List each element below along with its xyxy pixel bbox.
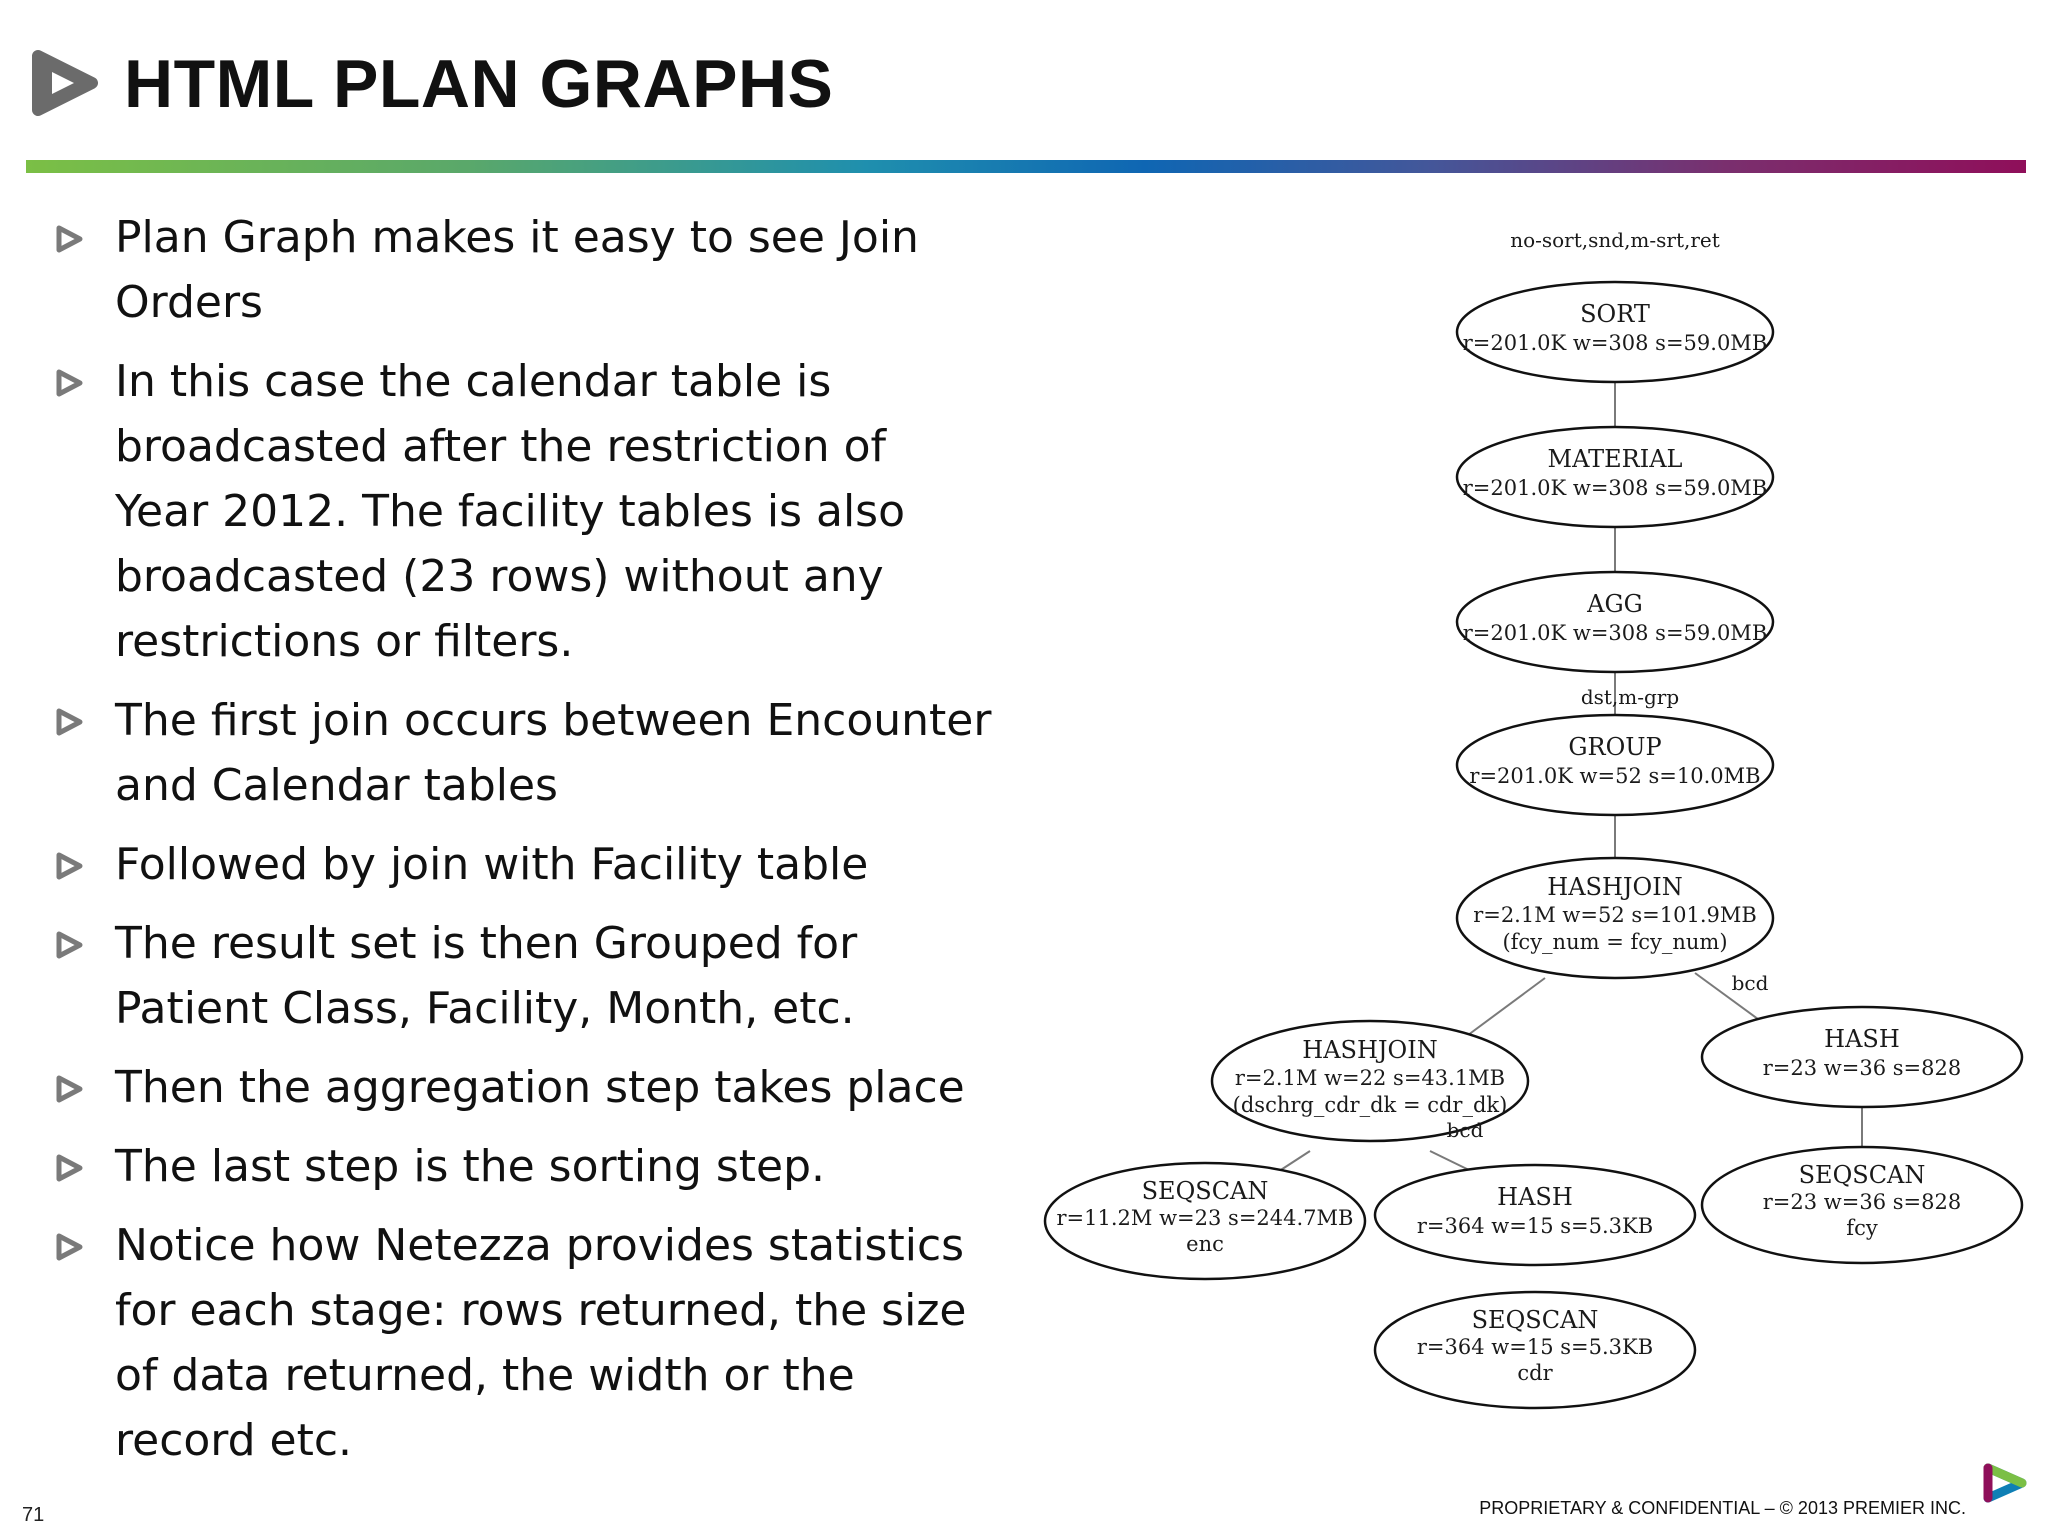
node-outline: [1210, 1019, 1530, 1143]
bullet-line: broadcasted (23 rows) without any: [115, 551, 884, 602]
node-outline: [1455, 280, 1775, 384]
bullet-item: The first join occurs between Encounter …: [52, 688, 1012, 818]
slide-title: HTML PLAN GRAPHS: [124, 46, 834, 122]
bullet-line: Followed by join with Facility table: [115, 839, 869, 890]
node-name: HASHJOIN: [1547, 873, 1682, 901]
node-outline: [1700, 1145, 2024, 1265]
bullet-triangle-icon: [52, 1230, 86, 1264]
node-material: MATERIAL r=201.0K w=308 s=59.0MB: [1455, 425, 1775, 529]
node-hash-calendar: HASH r=364 w=15 s=5.3KB: [1373, 1163, 1697, 1267]
bullet-line: and Calendar tables: [115, 760, 558, 811]
bullet-line: Year 2012. The facility tables is also: [115, 486, 906, 537]
node-table: fcy: [1846, 1216, 1878, 1240]
edge-label-agg-group: dst,m-grp: [1581, 685, 1679, 709]
bullet-item: The last step is the sorting step.: [52, 1134, 1012, 1199]
bullet-line: Notice how Netezza provides statistics: [115, 1220, 965, 1271]
page-number: 71: [22, 1504, 45, 1526]
node-name: HASHJOIN: [1302, 1036, 1437, 1064]
node-outline: [1373, 1163, 1697, 1267]
bullet-triangle-icon: [52, 366, 86, 400]
bullet-item: Notice how Netezza provides statistics f…: [52, 1213, 1012, 1473]
node-outline: [1373, 1290, 1697, 1410]
node-name: HASH: [1824, 1025, 1900, 1053]
bullet-item: Plan Graph makes it easy to see Join Ord…: [52, 205, 1012, 335]
bullet-line: Patient Class, Facility, Month, etc.: [115, 983, 855, 1034]
bullet-line: for each stage: rows returned, the size: [115, 1285, 967, 1336]
node-seqscan-calendar: SEQSCAN r=364 w=15 s=5.3KB cdr: [1373, 1290, 1697, 1410]
bullet-line: Then the aggregation step takes place: [115, 1062, 965, 1113]
bullet-line: broadcasted after the restriction of: [115, 421, 887, 472]
plan-top-label: no-sort,snd,m-srt,ret: [1510, 228, 1720, 252]
bullet-triangle-icon: [52, 1072, 86, 1106]
node-outline: [1455, 425, 1775, 529]
bullet-item: The result set is then Grouped for Patie…: [52, 911, 1012, 1041]
node-table: cdr: [1517, 1361, 1553, 1385]
bullet-triangle-icon: [52, 705, 86, 739]
premier-logo-icon: [32, 50, 98, 116]
node-stats: r=364 w=15 s=5.3KB: [1417, 1335, 1653, 1359]
node-stats: r=2.1M w=52 s=101.9MB: [1473, 903, 1757, 927]
node-stats: r=11.2M w=23 s=244.7MB: [1057, 1206, 1354, 1230]
premier-logo-icon: [1983, 1463, 2027, 1503]
node-outline: [1700, 1005, 2024, 1109]
node-table: enc: [1186, 1232, 1224, 1256]
node-name: AGG: [1586, 590, 1643, 618]
edge-label-bcd: bcd: [1447, 1118, 1484, 1142]
node-name: SEQSCAN: [1799, 1161, 1926, 1189]
node-stats: r=2.1M w=22 s=43.1MB: [1235, 1066, 1505, 1090]
node-outline: [1043, 1161, 1367, 1281]
node-agg: AGG r=201.0K w=308 s=59.0MB: [1455, 570, 1775, 674]
bullet-line: The result set is then Grouped for: [115, 918, 858, 969]
bullet-line: of data returned, the width or the: [115, 1350, 855, 1401]
bullet-triangle-icon: [52, 222, 86, 256]
node-stats: r=201.0K w=52 s=10.0MB: [1469, 764, 1760, 788]
node-name: SEQSCAN: [1142, 1177, 1269, 1205]
node-name: GROUP: [1568, 733, 1661, 761]
bullet-item: Followed by join with Facility table: [52, 832, 1012, 897]
node-stats: r=364 w=15 s=5.3KB: [1417, 1214, 1653, 1238]
gradient-divider: [26, 160, 2026, 173]
edge-label-bcd: bcd: [1732, 971, 1769, 995]
node-stats: r=201.0K w=308 s=59.0MB: [1463, 621, 1768, 645]
node-sort: SORT r=201.0K w=308 s=59.0MB: [1455, 280, 1775, 384]
bullet-triangle-icon: [52, 1151, 86, 1185]
edge-hashjoin-hashjoin: [1459, 977, 1546, 1042]
bullet-triangle-icon: [52, 849, 86, 883]
node-outline: [1455, 570, 1775, 674]
node-seqscan-facility: SEQSCAN r=23 w=36 s=828 fcy: [1700, 1145, 2024, 1265]
node-name: MATERIAL: [1548, 445, 1683, 473]
bullet-line: The last step is the sorting step.: [115, 1141, 826, 1192]
node-outline: [1455, 713, 1775, 817]
node-condition: (dschrg_cdr_dk = cdr_dk): [1233, 1093, 1508, 1117]
node-hashjoin-calendar: HASHJOIN r=2.1M w=22 s=43.1MB (dschrg_cd…: [1210, 1019, 1530, 1143]
bullet-item: Then the aggregation step takes place: [52, 1055, 1012, 1120]
node-hashjoin-facility: HASHJOIN r=2.1M w=52 s=101.9MB (fcy_num …: [1455, 856, 1775, 980]
bullet-item: In this case the calendar table is broad…: [52, 349, 1012, 674]
bullet-line: restrictions or filters.: [115, 616, 574, 667]
bullet-list: Plan Graph makes it easy to see Join Ord…: [52, 205, 1012, 1487]
node-condition: (fcy_num = fcy_num): [1502, 930, 1727, 954]
node-name: SORT: [1580, 300, 1650, 328]
bullet-line: Plan Graph makes it easy to see Join: [115, 212, 919, 263]
node-seqscan-encounter: SEQSCAN r=11.2M w=23 s=244.7MB enc: [1043, 1161, 1367, 1281]
bullet-line: The first join occurs between Encounter: [115, 695, 992, 746]
plan-graph: no-sort,snd,m-srt,ret SORT r=201.0K w=30…: [1043, 228, 2024, 1410]
bullet-line: In this case the calendar table is: [115, 356, 832, 407]
bullet-line: record etc.: [115, 1415, 353, 1466]
node-stats: r=23 w=36 s=828: [1763, 1190, 1961, 1214]
node-outline: [1455, 856, 1775, 980]
node-name: SEQSCAN: [1472, 1306, 1599, 1334]
bullet-triangle-icon: [52, 928, 86, 962]
node-stats: r=201.0K w=308 s=59.0MB: [1463, 331, 1768, 355]
footer-copyright: PROPRIETARY & CONFIDENTIAL – © 2013 PREM…: [1479, 1498, 1966, 1518]
node-stats: r=23 w=36 s=828: [1763, 1056, 1961, 1080]
node-group: GROUP r=201.0K w=52 s=10.0MB: [1455, 713, 1775, 817]
node-name: HASH: [1497, 1183, 1573, 1211]
node-stats: r=201.0K w=308 s=59.0MB: [1463, 476, 1768, 500]
node-hash-facility: HASH r=23 w=36 s=828: [1700, 1005, 2024, 1109]
bullet-line: Orders: [115, 277, 263, 328]
